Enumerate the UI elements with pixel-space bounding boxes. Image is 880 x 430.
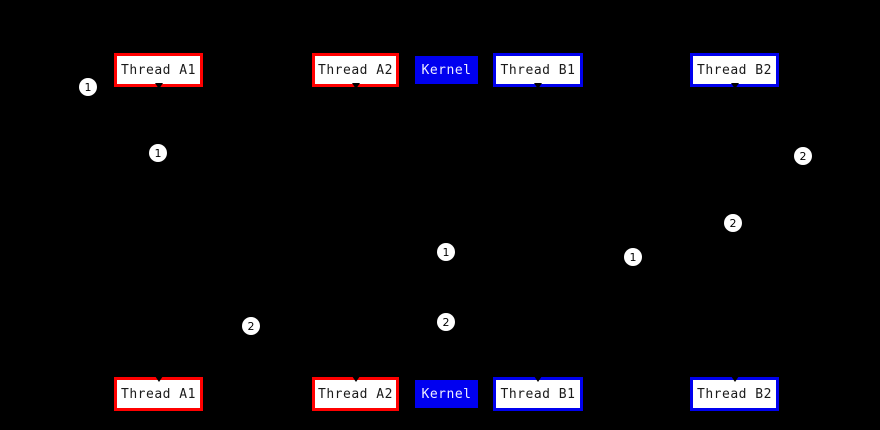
lifeline-arrowhead-icon (351, 376, 360, 382)
event-marker-circle: 1 (149, 144, 167, 162)
node-thread-b1-bottom: Thread B1 (493, 376, 583, 411)
event-marker-circle: 2 (437, 313, 455, 331)
lifeline-arrowhead-icon (154, 83, 163, 89)
node-label: Thread A2 (318, 386, 393, 402)
node-thread-a2-top: Thread A2 (312, 53, 399, 89)
lifeline-arrowhead-icon (351, 83, 360, 89)
node-thread-a2-bottom: Thread A2 (312, 376, 399, 411)
node-kernel-bottom: Kernel (415, 380, 478, 408)
node-label: Thread B1 (500, 62, 576, 78)
node-label: Thread B1 (500, 386, 576, 402)
lifeline-arrowhead-icon (154, 376, 163, 382)
node-label: Kernel (421, 62, 472, 78)
lifeline-arrowhead-icon (534, 83, 542, 89)
node-label: Kernel (421, 386, 472, 402)
event-marker-circle: 1 (624, 248, 642, 266)
event-marker-circle: 2 (724, 214, 742, 232)
event-marker-circle: 1 (79, 78, 97, 96)
node-thread-b2-top: Thread B2 (690, 53, 779, 89)
node-label: Thread A2 (318, 62, 393, 78)
node-thread-a1-bottom: Thread A1 (114, 376, 203, 411)
event-marker-circle: 2 (242, 317, 260, 335)
lifeline-arrowhead-icon (730, 376, 739, 382)
node-label: Thread B2 (697, 62, 772, 78)
node-thread-b2-bottom: Thread B2 (690, 376, 779, 411)
node-kernel-top: Kernel (415, 56, 478, 84)
node-label: Thread B2 (697, 386, 772, 402)
node-thread-b1-top: Thread B1 (493, 53, 583, 89)
node-label: Thread A1 (121, 62, 196, 78)
lifeline-arrowhead-icon (534, 376, 542, 382)
node-thread-a1-top: Thread A1 (114, 53, 203, 89)
event-marker-circle: 2 (794, 147, 812, 165)
lifeline-arrowhead-icon (730, 83, 739, 89)
event-marker-circle: 1 (437, 243, 455, 261)
node-label: Thread A1 (121, 386, 196, 402)
